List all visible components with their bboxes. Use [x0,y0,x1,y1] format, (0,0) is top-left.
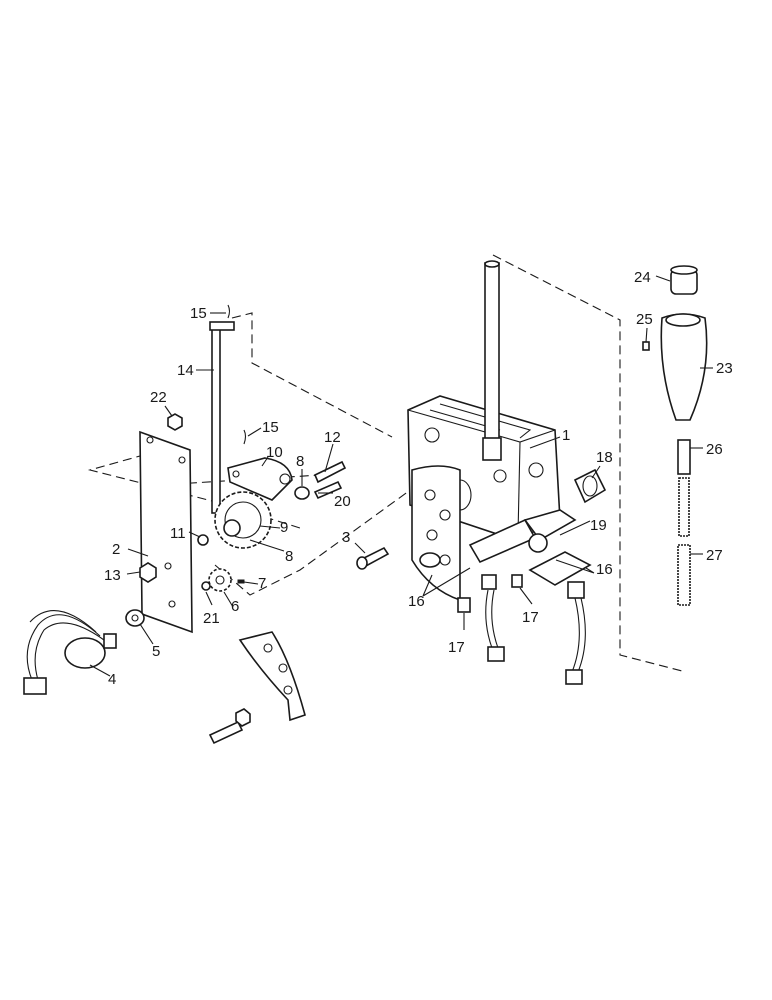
callout-15-top: 15 [190,305,207,322]
callout-20: 20 [334,493,351,510]
callout-10: 10 [266,444,283,461]
callout-4: 4 [108,671,116,688]
callout-11: 11 [170,525,186,542]
callout-24: 24 [634,269,651,286]
callout-23: 23 [716,360,733,377]
callout-3: 3 [342,529,350,546]
bolt-3 [356,546,390,570]
leader-lines [89,275,713,677]
segment-plate [208,631,306,745]
callout-15-mid: 15 [262,419,279,436]
callouts: 1 2 3 4 5 6 7 8 8 9 10 11 12 13 14 15 15… [104,269,733,688]
callout-9: 9 [280,519,288,536]
nuts-washers [139,413,209,583]
callout-25: 25 [636,311,653,328]
callout-13: 13 [104,567,121,584]
callout-14: 14 [177,362,194,379]
callout-8-top: 8 [296,453,304,470]
callout-27: 27 [706,547,723,564]
callout-1: 1 [562,427,570,444]
callout-6: 6 [231,598,239,615]
callout-12: 12 [324,429,341,446]
callout-26: 26 [706,441,723,458]
callout-2: 2 [112,541,120,558]
potentiometer [23,609,145,695]
assembly-lines [87,254,687,673]
callout-16-left: 16 [408,593,425,610]
small-sprocket [201,568,245,592]
callout-7: 7 [258,575,266,592]
callout-16-right: 16 [596,561,613,578]
callout-17-left: 17 [448,639,465,656]
callout-18: 18 [596,449,613,466]
callout-21: 21 [203,610,220,627]
callout-8-bottom: 8 [285,548,293,565]
housing-side-plate [411,465,461,602]
callout-19: 19 [590,517,607,534]
callout-22: 22 [150,389,167,406]
switch-assembly [419,468,607,685]
shift-lever-rod [482,260,502,461]
knob-assembly [642,265,708,606]
callout-17-right: 17 [522,609,539,626]
callout-5: 5 [152,643,160,660]
large-sprocket [214,491,272,549]
